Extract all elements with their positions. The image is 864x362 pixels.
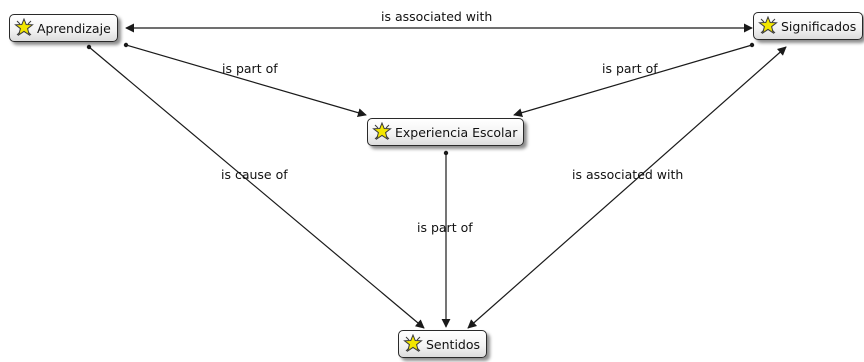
edge-aprendizaje-sentidos xyxy=(88,46,425,329)
concept-icon xyxy=(403,334,423,353)
edge-origin-dot xyxy=(123,42,129,48)
edge-origin-dot xyxy=(443,150,449,156)
node-label: Experiencia Escolar xyxy=(395,124,518,140)
node-experiencia-escolar[interactable]: Experiencia Escolar xyxy=(367,118,525,146)
node-significados[interactable]: Significados xyxy=(753,12,864,40)
edge-significados-experiencia xyxy=(513,44,753,118)
edge-label-associated-top: is associated with xyxy=(381,9,493,24)
concept-icon xyxy=(14,18,34,37)
node-label: Aprendizaje xyxy=(37,20,111,36)
edge-label-part-of-center: is part of xyxy=(417,220,473,235)
edge-aprendizaje-experiencia xyxy=(125,44,367,118)
edge-label-cause-of: is cause of xyxy=(221,167,288,182)
node-label: Sentidos xyxy=(426,336,481,352)
node-label: Significados xyxy=(781,18,857,34)
node-sentidos[interactable]: Sentidos xyxy=(398,330,488,358)
edge-significados-sentidos xyxy=(467,46,787,329)
edge-label-associated-right: is associated with xyxy=(572,167,684,182)
edge-origin-dot xyxy=(749,42,755,48)
concept-icon xyxy=(372,122,392,141)
node-aprendizaje[interactable]: Aprendizaje xyxy=(9,14,118,42)
concept-icon xyxy=(758,16,778,35)
edge-label-part-of-left: is part of xyxy=(222,61,278,76)
edge-origin-dot xyxy=(86,44,92,50)
edge-label-part-of-right: is part of xyxy=(602,61,658,76)
